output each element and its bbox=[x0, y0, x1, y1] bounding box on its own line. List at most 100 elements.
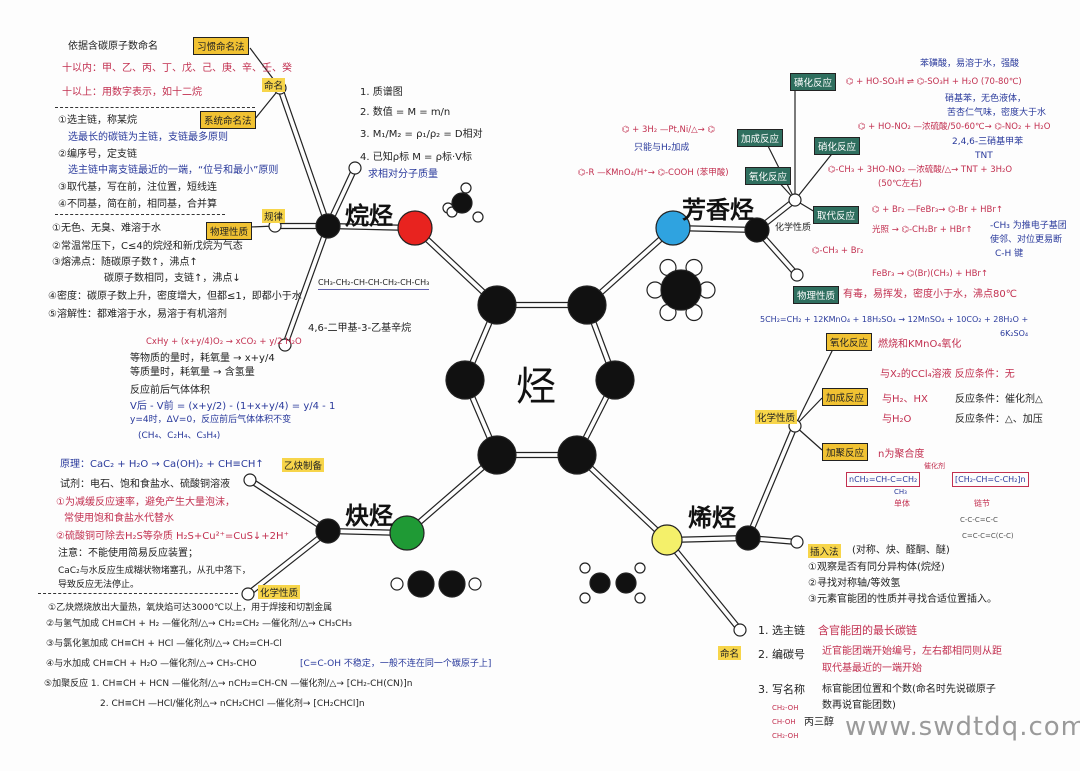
hydrogen-atom bbox=[460, 182, 472, 194]
label-chem: 化学性质 bbox=[775, 223, 812, 233]
branch-carbon-atom bbox=[735, 525, 761, 551]
label-system-naming: 系统命名法 bbox=[200, 111, 256, 129]
connector-line bbox=[794, 149, 836, 201]
physical-0: ①无色、无臭、难溶于水 bbox=[52, 223, 161, 234]
branch-node bbox=[243, 473, 257, 487]
ethylene-carbon-atom bbox=[615, 572, 637, 594]
bond bbox=[664, 541, 739, 632]
combustion-6: (CH₄、C₂H₄、C₃H₄) bbox=[138, 431, 221, 441]
glycerol-name: 丙三醇 bbox=[804, 717, 834, 728]
example-formula: CH₃-CH₂-CH-CH-CH₂-CH-CH₃ bbox=[318, 276, 430, 290]
benzene-carbon-atom bbox=[660, 269, 702, 311]
bond bbox=[408, 456, 500, 536]
branch-node bbox=[790, 268, 804, 282]
example-name: 4,6-二甲基-3-乙基辛烷 bbox=[308, 323, 412, 334]
kmno4-eq-0: 5CH₂=CH₂ + 12KMnO₄ + 18H₂SO₄ → 12MnSO₄ +… bbox=[760, 315, 1029, 324]
physical-5: ⑤溶解性：都难溶于水，易溶于有机溶剂 bbox=[48, 309, 227, 320]
molar-mass-3: 4. 已知ρ标 M = ρ标·V标 bbox=[360, 152, 472, 163]
molar-mass-0: 1. 质谱图 bbox=[360, 87, 403, 98]
bond bbox=[246, 528, 327, 593]
catalyst: 催化剂 bbox=[924, 462, 945, 470]
carbon-atom bbox=[557, 435, 597, 475]
common-naming-0: 依据含碳原子数命名 bbox=[68, 41, 158, 52]
arene-atom bbox=[655, 210, 691, 246]
naming-2: 2. 编碳号 bbox=[758, 648, 805, 661]
physical-4: ④密度：碳原子数上升，密度增大，但都≤1，即都小于水 bbox=[48, 291, 302, 302]
alkyne-atom bbox=[389, 515, 425, 551]
label-arene-physical: 物理性质 bbox=[793, 286, 840, 304]
bond bbox=[286, 226, 331, 347]
substitution-eq1: ⌬ + Br₂ —FeBr₃→ ⌬-Br + HBr↑ bbox=[872, 205, 1003, 215]
bond bbox=[574, 456, 666, 543]
physical-3: 碳原子数相同，支链↑，沸点↓ bbox=[104, 273, 241, 284]
bond bbox=[578, 452, 670, 539]
alkene-title: 烯烃 bbox=[688, 504, 736, 532]
nitration-note-1: 苦杏仁气味，密度大于水 bbox=[947, 108, 1047, 118]
hydrogen-atom bbox=[634, 592, 646, 604]
molar-mass-2: 3. M₁/M₂ = ρ₁/ρ₂ = D相对 bbox=[360, 129, 483, 140]
tnt-name: 2,4,6-三硝基甲苯 bbox=[952, 137, 1024, 147]
molar-mass-4: 求相对分子质量 bbox=[368, 169, 438, 180]
physical-2: ③熔沸点：随碳原子数↑，沸点↑ bbox=[52, 257, 198, 268]
alkene-addition-1: 与H₂、HX bbox=[882, 394, 928, 405]
bond bbox=[668, 538, 743, 629]
center-title: 烃 bbox=[516, 364, 556, 410]
naming-0: 1. 选主链 bbox=[758, 624, 805, 637]
label-alkene-addition: 加成反应 bbox=[822, 388, 869, 406]
carbon-atom bbox=[477, 435, 517, 475]
combustion-5: y=4时，ΔV=0，反应前后气体体积不变 bbox=[130, 415, 292, 425]
label-physical: 物理性质 bbox=[206, 222, 253, 240]
nitration-eq2: ⌬-CH₃ + 3HO-NO₂ —浓硫酸/△→ TNT + 3H₂O bbox=[828, 165, 1013, 175]
sub-febr: FeBr₃ → ⌬(Br)(CH₃) + HBr↑ bbox=[872, 269, 989, 279]
combustion-1: 等物质的量时，耗氧量 → x+y/4 bbox=[130, 353, 275, 364]
hydrogen-atom bbox=[472, 211, 484, 223]
system-naming-5: ④不同基，简在前，相同基，合并算 bbox=[58, 199, 217, 210]
alkyne-chem-6: 2. CH≡CH —HCl/催化剂△→ nCH₂CHCl —催化剂→ [CH₂C… bbox=[100, 699, 365, 709]
common-naming-1: 十以内：甲、乙、丙、丁、戊、己、庚、辛、壬、癸 bbox=[62, 63, 292, 74]
substitution-eq2: ⌬-CH₃ + Br₂ bbox=[812, 246, 864, 256]
divider bbox=[38, 593, 238, 594]
monomer: nCH₂=CH-C=CH₂ bbox=[846, 472, 921, 487]
bond bbox=[251, 477, 330, 530]
alkyne-chem-2: ③与氯化氢加成 CH≡CH + HCl —催化剂/△→ CH₂=CH-Cl bbox=[46, 639, 282, 649]
alkyne-title: 炔烃 bbox=[345, 502, 393, 530]
addition-note: 只能与H₂加成 bbox=[634, 143, 690, 153]
branch-node bbox=[790, 535, 804, 549]
system-naming-1: 选最长的碳链为主链，支链最多原则 bbox=[68, 132, 228, 143]
carbon-atom bbox=[567, 285, 607, 325]
arene-title: 芳香烃 bbox=[682, 196, 754, 224]
methane-carbon-atom bbox=[451, 192, 473, 214]
nitration-eq1: ⌬ + HO-NO₂ —浓硫酸/50-60℃→ ⌬-NO₂ + H₂O bbox=[858, 122, 1051, 132]
oxidation-eq: ⌬-R —KMnO₄/H⁺→ ⌬-COOH (苯甲酸) bbox=[578, 168, 729, 178]
alkyne-chem-3: ④与水加成 CH≡CH + H₂O —催化剂/△→ CH₃-CHO bbox=[46, 659, 257, 669]
chain-unit: [CH₂-CH=C-CH₂]n bbox=[952, 472, 1029, 487]
divider bbox=[55, 214, 225, 215]
divider bbox=[55, 107, 255, 108]
label-oxidation: 氧化反应 bbox=[745, 167, 792, 185]
prep-3: 常使用饱和食盐水代替水 bbox=[64, 513, 174, 524]
arene-physical: 有毒，易挥发，密度小于水，沸点80℃ bbox=[843, 289, 1017, 300]
naming-5: 3. 写名称 bbox=[758, 683, 805, 696]
hydrogen-atom bbox=[468, 577, 482, 591]
molar-mass-1: 2. 数值 = M = m/n bbox=[360, 107, 451, 118]
branch-node bbox=[278, 338, 292, 352]
system-naming-2: ②编序号，定支链 bbox=[58, 149, 137, 160]
insert-0: (对称、炔、醛酮、醚) bbox=[852, 545, 950, 556]
system-naming-0: ①选主链，称某烷 bbox=[58, 115, 137, 126]
alkene-oxidation: 燃烧和KMnO₄氧化 bbox=[878, 339, 962, 350]
insert-3: ③元素官能团的性质并寻找合适位置插入。 bbox=[808, 594, 997, 605]
label-alkene-chem: 化学性质 bbox=[755, 410, 798, 424]
combustion-0: CxHy + (x+y/4)O₂ → xCO₂ + y/2 H₂O bbox=[146, 337, 302, 347]
insert-2: ②寻找对称轴/等效氢 bbox=[808, 578, 901, 589]
label-prep: 乙炔制备 bbox=[282, 458, 325, 472]
alkyne-chem-4: [C=C-OH 不稳定，一般不连在同一个碳原子上] bbox=[300, 659, 492, 669]
glycerol-2: CH₂-OH bbox=[772, 732, 799, 740]
branch-node bbox=[348, 161, 362, 175]
alkene-polymer: n为聚合度 bbox=[878, 449, 925, 460]
alkane-atom bbox=[397, 210, 433, 246]
carbon-atom bbox=[595, 360, 635, 400]
sub-note-1: 使邻、对位更易断 bbox=[990, 235, 1063, 245]
acetylene-carbon-atom bbox=[407, 570, 435, 598]
label-alkene-naming: 命名 bbox=[718, 646, 742, 660]
